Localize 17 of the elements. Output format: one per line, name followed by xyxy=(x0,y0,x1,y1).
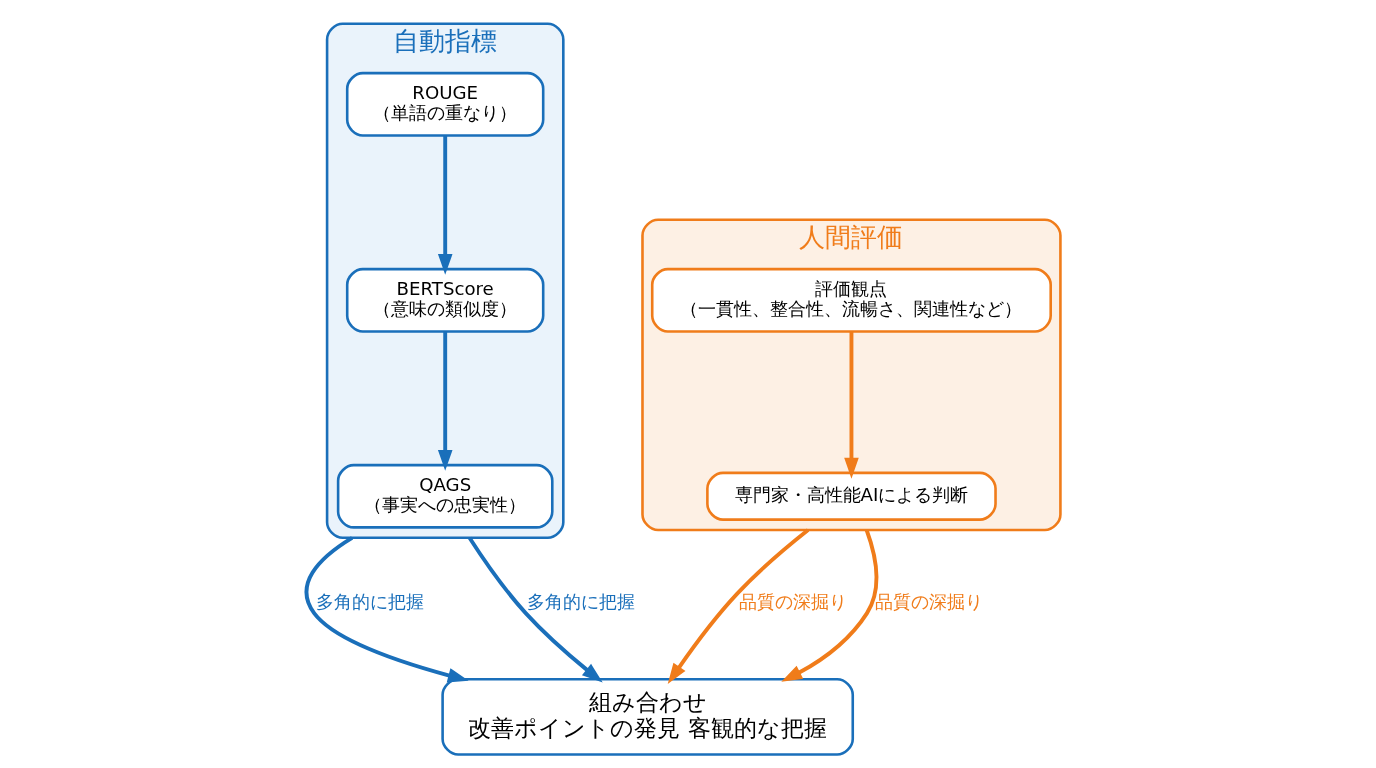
edge-label: 多角的に把握 xyxy=(315,591,424,613)
node-box: 組み合わせ 改善ポイントの発見 客観的な把握 xyxy=(440,678,854,756)
edge-label: 多角的に把握 xyxy=(526,591,635,613)
arrow xyxy=(304,536,469,683)
arrow xyxy=(437,135,452,275)
node-box: ROUGE （単語の重なり） xyxy=(345,71,544,137)
arrow xyxy=(843,331,859,479)
edge-label: 品質の深掘り xyxy=(738,591,847,613)
node-box: QAGS （事実への忠実性） xyxy=(336,463,554,529)
node-box: BERTScore （意味の類似度） xyxy=(345,267,544,333)
arrow xyxy=(667,528,809,685)
arrow xyxy=(467,536,603,683)
arrow xyxy=(437,331,452,471)
edge-label: 品質の深掘り xyxy=(874,591,983,613)
node-box: 評価観点 （一貫性、整合性、流暢さ、関連性など） xyxy=(650,267,1052,333)
arrow xyxy=(780,529,878,682)
node-box: 専門家・高性能AIによる判断 xyxy=(705,471,997,521)
